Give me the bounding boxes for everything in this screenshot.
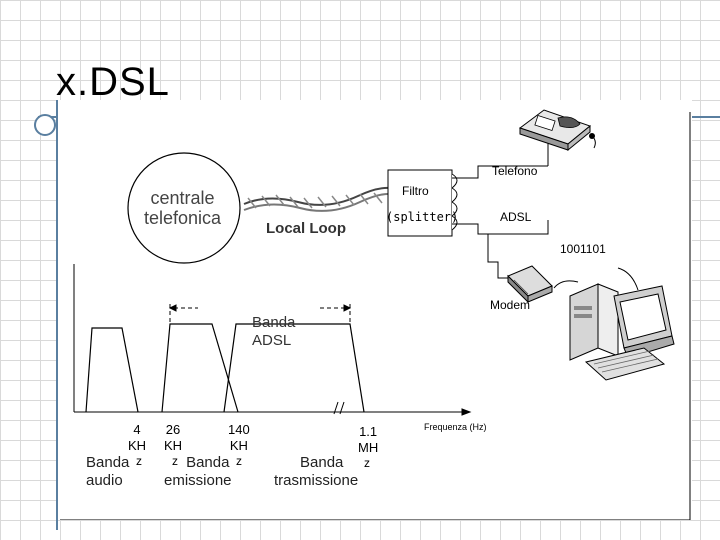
xdsl-diagram: centrale telefonica Local Loop Filtro (s…: [58, 100, 692, 521]
unit-z-4: z: [364, 456, 370, 470]
central-office-line1: centrale: [150, 188, 215, 208]
rule-ornament: [34, 114, 56, 136]
tick-4-unit: KH: [128, 438, 147, 453]
band-tx-line1: Banda: [186, 454, 230, 471]
band-audio-line1: Banda: [86, 454, 130, 471]
tick-26-unit: KH: [164, 438, 183, 453]
slide-title: x.DSL: [56, 60, 170, 104]
band-adsl-line2: ADSL: [252, 332, 292, 349]
filter-wires: [452, 142, 549, 279]
modem-label: Modem: [490, 298, 531, 312]
band-rx-line1: Banda: [300, 454, 344, 471]
local-loop-label: Local Loop: [266, 220, 346, 237]
computer-icon: [569, 267, 675, 381]
tick-11-value: 1.1: [359, 424, 378, 439]
tick-140: 140 KH: [228, 422, 250, 454]
tick-4-value: 4: [133, 422, 141, 437]
tick-140-value: 140: [228, 422, 250, 437]
telephone-icon: [518, 109, 596, 152]
tick-11-unit: MH: [358, 440, 379, 455]
band-transmission-label: Banda trasmissione: [274, 454, 358, 490]
unit-z-1: z: [136, 454, 142, 468]
band-tx-line2: emissione: [164, 472, 232, 489]
tick-4: 4 KH: [128, 422, 146, 454]
central-office-line2: telefonica: [144, 208, 222, 228]
left-rule: [56, 100, 58, 530]
telephone-label: Telefono: [492, 164, 538, 178]
band-rx-line2: trasmissione: [274, 472, 359, 489]
spectrum-axes: [73, 264, 472, 416]
band-audio-line2: audio: [86, 472, 123, 489]
band-emission-label: Banda emissione: [164, 454, 232, 490]
diagram-svg: [60, 109, 691, 521]
adsl-label: ADSL: [500, 210, 532, 224]
bitstream-label: 1001101: [560, 242, 606, 256]
unit-z-3: z: [236, 454, 242, 468]
tick-1-1: 1.1 MH: [358, 424, 378, 456]
band-adsl-line1: Banda: [252, 314, 296, 331]
central-office-circle: [127, 152, 241, 264]
splitter-label: (splitter): [386, 210, 459, 224]
tick-140-unit: KH: [229, 438, 248, 453]
range-markers: [168, 304, 352, 324]
filter-box: [387, 169, 458, 237]
spectrum-bands: [85, 323, 365, 413]
band-adsl-label: Banda ADSL: [252, 314, 295, 350]
central-office-label: centrale telefonica: [144, 188, 221, 228]
local-loop-cable: [243, 186, 404, 212]
tick-26: 26 KH: [164, 422, 182, 454]
filter-label: Filtro: [402, 184, 429, 198]
unit-z-2: z: [172, 454, 178, 468]
tick-26-value: 26: [165, 422, 181, 437]
modem-icon: [507, 265, 553, 304]
frequency-axis-label: Frequenza (Hz): [424, 422, 487, 432]
modem-cable: [553, 280, 579, 289]
band-audio-label: Banda audio: [86, 454, 129, 490]
